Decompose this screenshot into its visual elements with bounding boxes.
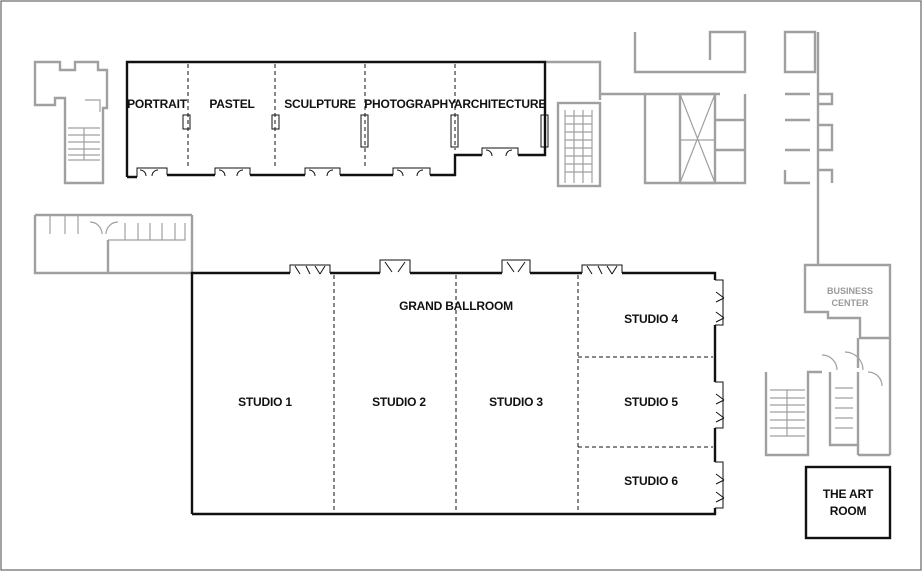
business-center-label-line2: CENTER <box>831 298 869 308</box>
studio-1-label: STUDIO 1 <box>238 395 292 409</box>
gallery-label-portrait: PORTRAIT <box>127 97 188 111</box>
gallery-label-architecture: ARCHITECTURE <box>454 97 546 111</box>
grand-ballroom <box>190 259 725 516</box>
art-room <box>804 465 892 540</box>
ballroom-title: GRAND BALLROOM <box>399 299 513 313</box>
gallery-label-pastel: PASTEL <box>209 97 254 111</box>
art-room-label-line2: ROOM <box>830 504 867 518</box>
context-building-outlines <box>33 30 892 457</box>
studio-6-label: STUDIO 6 <box>624 474 678 488</box>
studio-2-label: STUDIO 2 <box>372 395 426 409</box>
gallery-wing <box>125 60 549 179</box>
studio-5-label: STUDIO 5 <box>624 395 678 409</box>
gallery-label-sculpture: SCULPTURE <box>284 97 356 111</box>
gallery-label-photography: PHOTOGRAPHY <box>364 97 456 111</box>
studio-3-label: STUDIO 3 <box>489 395 543 409</box>
studio-4-label: STUDIO 4 <box>624 312 678 326</box>
art-room-label-line1: THE ART <box>823 487 874 501</box>
business-center-label-line1: BUSINESS <box>827 286 873 296</box>
